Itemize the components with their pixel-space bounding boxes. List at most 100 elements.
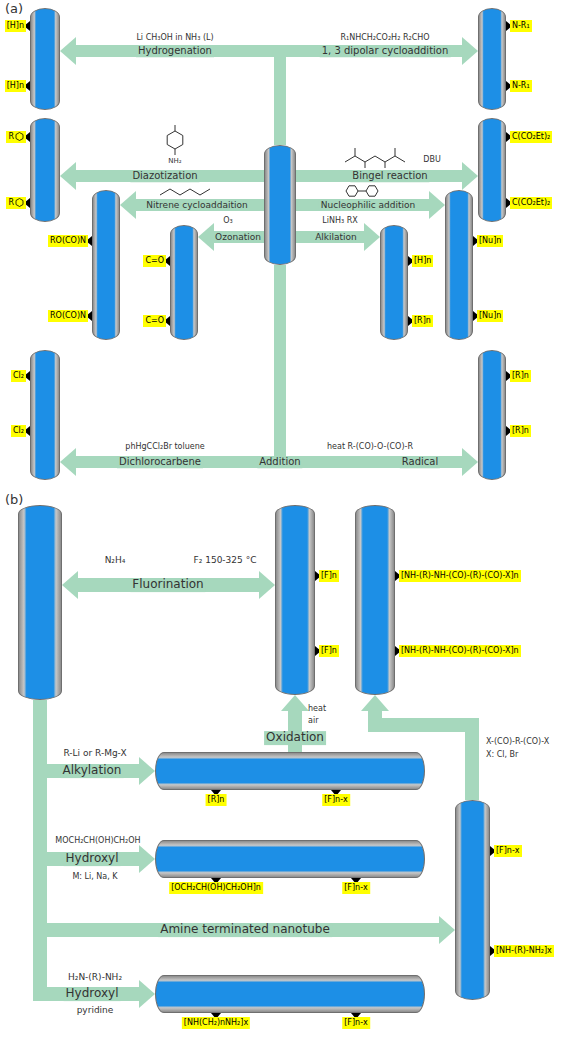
functional-group-tag: C(CO₂Et)₂ [510,197,552,209]
group-formula: C=O [145,256,164,265]
reaction-arrow [280,265,462,462]
functional-group-tag: [F]n-x [494,845,522,857]
group-formula: R [8,132,14,141]
reaction-arrow [76,170,264,182]
functional-group-tag: RO(CO)N [48,235,88,247]
nanotube: [R]n[F]n-x [155,752,425,790]
nanotube: Cl₂Cl₂ [30,350,60,480]
reagent-text: X-(CO)-R-(CO)-X [484,737,551,746]
bond-line [358,191,366,192]
reaction-name: Hydroxyl [64,987,121,1001]
reaction-arrow [280,51,462,145]
nanotube: [NH(CH₂)nNH₂]x[F]n-x [155,975,425,1013]
functional-group-tag: [R]n [510,370,531,382]
reaction-name: Addition [257,456,302,468]
functional-group-tag: R [6,197,26,209]
condition-text: heat [306,704,328,713]
functional-group-tag: [NH-(R)-NH-(CO)-(R)-(CO)-X]n [399,570,521,582]
ring-outline [16,199,23,207]
nanotube: RO(CO)NRO(CO)N [92,190,120,340]
group-formula: [OCH₂CH(OH)CH₂OH]n [171,883,261,892]
nanotube: [NH-(R)-NH-(CO)-(R)-(CO)-X]n[NH-(R)-NH-(… [355,505,395,695]
group-formula: C=O [145,316,164,325]
nanotube [18,505,62,700]
group-formula: [NH-(R)-NH-(CO)-(R)-(CO)-X]n [401,646,519,655]
bond-line [175,125,176,131]
functional-group-tag: [H]n [5,80,26,92]
nanotube: C(CO₂Et)₂C(CO₂Et)₂ [478,118,506,222]
functional-group-tag: N-R₁ [510,20,532,32]
nanotube: [Nu]n[Nu]n [445,190,473,340]
reaction-arrow [40,700,139,994]
benzene-ring [167,131,183,149]
reaction-arrow [40,700,139,859]
group-formula: [F]n-x [324,795,348,804]
functional-group-tag: [R]n [206,794,227,806]
reaction-arrow [296,199,429,211]
reagent-text: phHgCCl₂Br toluene [123,442,206,451]
atom-label: NH₂ [166,157,183,165]
reaction-name: Bingel reaction [350,170,429,182]
functional-group-tag: [Nu]n [477,235,503,247]
functional-group-tag: C=O [143,255,166,267]
nanotube: N-R₁N-R₁ [478,8,506,110]
nanotube [264,145,296,265]
bond-line [355,148,395,168]
reagent-text: R-Li or R-Mg-X [61,748,128,758]
panel-label: (b) [3,493,25,508]
group-formula: RO(CO)N [50,311,86,320]
reagent-text: LiNH₃ RX [320,216,359,225]
reagent-text: M: Li, Na, K [70,872,119,881]
nanotube: RR [30,118,60,222]
group-formula: [NH-(R)-NH₂]x [496,946,552,955]
malonate-skeleton [345,156,405,162]
group-formula: [Nu]n [479,236,501,245]
functional-group-tag: [F]n-x [342,882,370,894]
reaction-name: Hydrogenation [136,45,214,57]
functional-group-tag: [NH-(R)-NH-(CO)-(R)-(CO)-X]n [399,645,521,657]
reagent-text: F₂ 150-325 °C [192,555,259,565]
functional-group-tag: [Nu]n [477,310,503,322]
group-formula: [NH(CH₂)nNH₂]x [184,1018,248,1027]
group-formula: [F]n [321,646,337,655]
reaction-name: Radical [400,456,440,468]
functional-group-tag: [NH-(R)-NH₂]x [494,945,554,957]
nanotube: [F]n[F]n [275,505,315,695]
reaction-arrow [76,51,280,145]
reaction-arrow [296,170,462,182]
reagent-text: MOCH₂CH(OH)CH₂OH [53,836,142,845]
reaction-name: Alkilation [313,232,359,242]
reaction-name: Dichlorocarbene [117,456,203,468]
functional-group-tag: R [6,131,26,143]
reagent-text: O₃ [221,216,235,225]
functional-group-tag: Cl₂ [11,370,26,382]
functional-group-tag: Cl₂ [11,425,26,437]
group-formula: R [8,198,14,207]
functional-group-tag: [F]n [319,570,339,582]
reaction-name: 1, 3 dipolar cycloaddition [320,45,451,57]
group-formula: N-R₁ [512,81,530,90]
functional-group-tag: [H]n [5,20,26,32]
group-formula: [H]n [414,256,431,265]
reaction-name: Nucleophilic addition [319,200,417,210]
group-formula: [R]n [512,426,529,435]
reaction-arrow [78,578,259,592]
functional-group-tag: C=O [143,315,166,327]
ring-outline [16,133,23,141]
reagent-text: R₁NHCH₂CO₂H₂ R₂CHO [338,33,431,42]
group-formula: [F]n-x [344,883,368,892]
panel-label: (a) [3,2,25,17]
reaction-name: Hydroxyl [64,852,121,866]
group-formula: [R]n [414,316,431,325]
group-formula: [F]n-x [496,846,520,855]
functional-group-tag: [NH(CH₂)nNH₂]x [182,1017,250,1029]
group-formula: [F]n-x [344,1018,368,1027]
reaction-arrow [136,199,264,211]
group-formula: N-R₁ [512,21,530,30]
functional-group-tag: [R]n [510,425,531,437]
benzene-ring [15,132,24,141]
condition-text: air [306,716,320,725]
reagent-text: DBU [421,155,443,164]
reaction-arrow [214,231,264,243]
